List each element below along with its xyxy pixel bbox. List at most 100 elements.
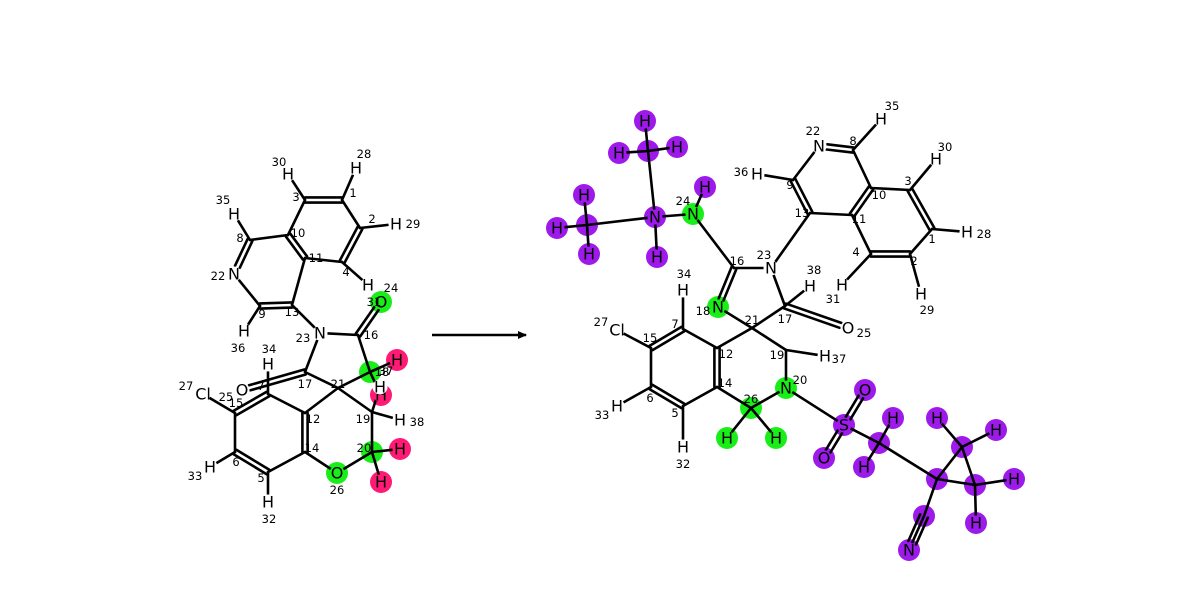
reactant-atom-label-bg bbox=[234, 382, 250, 398]
product-bond bbox=[877, 441, 939, 481]
product-atom-element: H bbox=[611, 397, 623, 416]
reactant-atom-index: 11 bbox=[309, 251, 324, 265]
product-atom-index: 27 bbox=[594, 315, 609, 329]
product-atom-element: H bbox=[721, 429, 733, 448]
product-atom-label-bg bbox=[609, 322, 625, 338]
product-bond bbox=[794, 177, 814, 214]
product-atom-index: 24 bbox=[676, 194, 691, 208]
product-atom-label-bg bbox=[763, 260, 779, 276]
product-atom-index: 15 bbox=[643, 331, 658, 345]
product-atom-label-bg bbox=[609, 398, 625, 414]
product-bond bbox=[784, 348, 819, 357]
reactant-bond bbox=[368, 361, 391, 374]
product-bond bbox=[715, 326, 754, 350]
product-bond bbox=[869, 186, 912, 192]
product-bond bbox=[791, 151, 816, 182]
reactant-atom-index: 15 bbox=[229, 396, 244, 410]
product-atom-element: H bbox=[583, 245, 595, 264]
reactant-atom-element: H bbox=[228, 205, 240, 224]
product-bond bbox=[749, 406, 773, 434]
product-bond bbox=[772, 274, 787, 308]
product-bond bbox=[696, 219, 736, 270]
product-atom-index: 31 bbox=[826, 292, 841, 306]
product-atom-label-bg bbox=[581, 246, 597, 262]
reactant-atom-index: 35 bbox=[216, 193, 231, 207]
reactant-bond bbox=[340, 198, 362, 230]
product-atom-element: H bbox=[990, 421, 1002, 440]
product-bond bbox=[824, 429, 839, 452]
reactant-bond bbox=[233, 237, 249, 267]
product-atom-index: 28 bbox=[977, 227, 992, 241]
reactant-atom-label-bg bbox=[392, 412, 408, 428]
reactant-bond bbox=[286, 198, 307, 237]
reactant-atom-label-bg bbox=[329, 465, 345, 481]
product-bond bbox=[625, 149, 650, 154]
product-bond bbox=[723, 309, 754, 330]
reactant-bond bbox=[234, 394, 271, 417]
product-atom-label-bg bbox=[710, 299, 726, 315]
reactant-atom-element: H bbox=[262, 355, 274, 374]
reactant-bond bbox=[215, 450, 237, 465]
reactant-atom-element: H bbox=[390, 215, 402, 234]
reactant-bond bbox=[303, 450, 332, 470]
reactant-atom-element: H bbox=[394, 411, 406, 430]
product-atom-element: H bbox=[770, 429, 782, 448]
reactant-bond bbox=[288, 232, 309, 258]
product-atom-index: 35 bbox=[885, 99, 900, 113]
reactant-bonds bbox=[208, 174, 394, 496]
product-bond bbox=[654, 223, 658, 251]
reactant-atom-label-bg bbox=[195, 386, 211, 402]
product-bond bbox=[808, 211, 854, 217]
reactant-molecule: 123456789101112131415161718192021N22N23O… bbox=[179, 147, 425, 526]
product-atom-index: 16 bbox=[730, 254, 745, 268]
product-atom-index: 4 bbox=[852, 245, 859, 259]
product-atom-label-bg bbox=[719, 430, 735, 446]
product-atom-index: 29 bbox=[920, 303, 935, 317]
product-bond bbox=[651, 383, 686, 406]
reactant-bond bbox=[266, 450, 307, 474]
product-atom-label-bg bbox=[549, 220, 565, 236]
product-atom-element: H bbox=[677, 438, 689, 457]
reactant-atom-index: 18 bbox=[375, 365, 390, 379]
product-atom-label-bg bbox=[834, 277, 850, 293]
product-atom-element: H bbox=[804, 277, 816, 296]
product-bond bbox=[930, 227, 961, 233]
product-bond bbox=[763, 174, 795, 182]
product-bond bbox=[661, 213, 687, 218]
product-atom-index: 22 bbox=[806, 124, 821, 138]
reactant-bond bbox=[258, 306, 294, 310]
reactant-bond bbox=[238, 239, 254, 270]
reactant-bond bbox=[232, 452, 268, 476]
product-atom-index: 38 bbox=[807, 263, 822, 277]
reactant-atom-index: 5 bbox=[257, 471, 264, 485]
reactant-atom-label-bg bbox=[389, 352, 405, 368]
reactant-bond bbox=[336, 386, 374, 414]
reactant-atom-element: O bbox=[375, 293, 388, 312]
product-atom-element: O bbox=[859, 381, 872, 400]
product-atom-element: O bbox=[842, 319, 855, 338]
product-bond bbox=[908, 252, 921, 288]
product-bond bbox=[850, 213, 873, 256]
reactant-atom-label-bg bbox=[226, 206, 242, 222]
product-atom-index: 3 bbox=[904, 174, 911, 188]
reactant-atom-element: H bbox=[350, 159, 362, 178]
reactant-atom-element: H bbox=[262, 493, 274, 512]
product-bond bbox=[648, 325, 683, 348]
reactant-bond bbox=[249, 373, 308, 392]
product-bonds bbox=[563, 123, 1008, 546]
reactant-atom-label-bg bbox=[260, 494, 276, 510]
reactant-bond bbox=[326, 332, 360, 337]
product-bond bbox=[749, 390, 781, 410]
product-atom-element: H bbox=[819, 347, 831, 366]
product-atom-index: 36 bbox=[734, 165, 749, 179]
product-bond bbox=[866, 441, 881, 462]
product-atom-element: H bbox=[677, 281, 689, 300]
product-atom-label-bg bbox=[576, 187, 592, 203]
reactant-atom-label-bg bbox=[388, 216, 404, 232]
reactant-atom-label-bg bbox=[373, 294, 389, 310]
product-atom-element: N bbox=[813, 137, 825, 156]
product-bond bbox=[622, 385, 653, 404]
product-bond bbox=[922, 477, 939, 518]
